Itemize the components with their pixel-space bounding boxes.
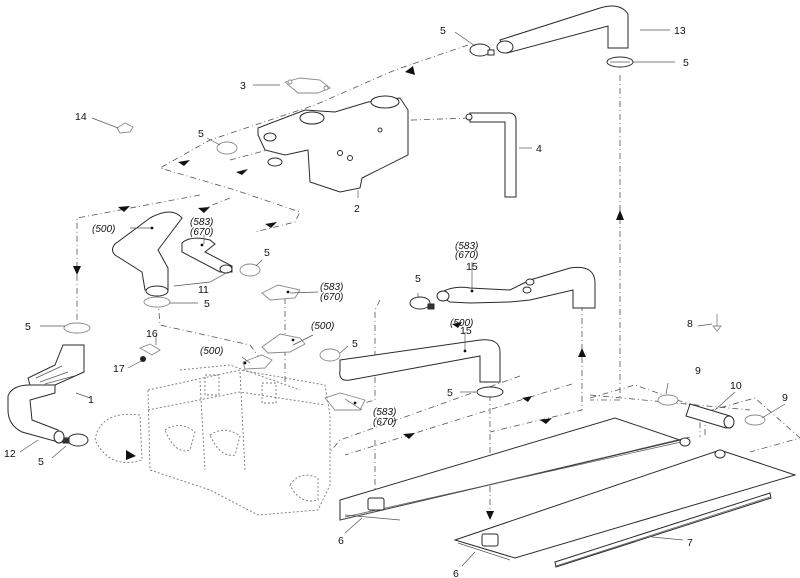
leader-dots bbox=[150, 226, 474, 405]
callout-5[interactable]: 5 bbox=[25, 321, 31, 333]
hose-15-500[interactable] bbox=[339, 339, 501, 383]
callout-13[interactable]: 14 bbox=[75, 111, 87, 123]
runner-8[interactable] bbox=[554, 492, 772, 568]
flow-arrow bbox=[403, 433, 415, 439]
callout-3[interactable]: 3 bbox=[240, 80, 246, 92]
callout-labels: 13 5 5 3 14 5 4 2 5 11 5 5 16 17 5 1 12 … bbox=[4, 25, 788, 578]
variant-label-500: (500) bbox=[450, 318, 473, 329]
leader-lines bbox=[19, 29, 786, 567]
callout-14[interactable]: 13 bbox=[674, 25, 686, 37]
flow-arrow bbox=[178, 160, 190, 166]
fitting-583-670-low[interactable] bbox=[324, 392, 366, 411]
screw-7[interactable] bbox=[712, 314, 722, 332]
hose-15-583-670[interactable] bbox=[436, 266, 596, 309]
clip-9-right[interactable] bbox=[744, 414, 766, 426]
callout-7[interactable]: 8 bbox=[687, 318, 693, 330]
callout-5[interactable]: 5 bbox=[683, 57, 689, 69]
hose-11-583-670[interactable] bbox=[181, 237, 233, 274]
fitting-583-670-top[interactable] bbox=[261, 284, 301, 301]
callout-8[interactable]: 7 bbox=[687, 537, 693, 549]
hose-1[interactable] bbox=[27, 344, 85, 386]
callout-9[interactable]: 9 bbox=[695, 365, 701, 377]
callout-5[interactable]: 5 bbox=[440, 25, 446, 37]
engine-ghost bbox=[94, 364, 331, 516]
callout-5[interactable]: 5 bbox=[38, 456, 44, 468]
fitting-500-left[interactable] bbox=[242, 354, 273, 370]
variant-label-500: (500) bbox=[92, 224, 115, 235]
callout-5[interactable]: 5 bbox=[198, 128, 204, 140]
fitting-13[interactable] bbox=[116, 122, 134, 134]
nut-17[interactable] bbox=[140, 356, 146, 362]
overflow-tube-4[interactable] bbox=[465, 112, 517, 198]
callout-16[interactable]: 16 bbox=[146, 328, 158, 340]
callout-17[interactable]: 17 bbox=[113, 363, 125, 375]
callout-5[interactable]: 5 bbox=[204, 298, 210, 310]
flow-arrow bbox=[126, 450, 136, 460]
flow-arrow bbox=[616, 210, 624, 220]
callout-12[interactable]: 12 bbox=[4, 448, 16, 460]
hose-clamp[interactable] bbox=[606, 56, 634, 68]
callout-9[interactable]: 9 bbox=[782, 392, 788, 404]
coolant-reservoir-2[interactable] bbox=[257, 95, 409, 193]
assembly-flow-lines bbox=[76, 44, 751, 520]
hose-clamp[interactable] bbox=[239, 263, 261, 277]
hose-clamp[interactable] bbox=[62, 433, 89, 447]
flow-arrow bbox=[405, 66, 415, 75]
flow-arrow bbox=[452, 322, 462, 328]
flow-arrows bbox=[73, 66, 624, 520]
callout-1[interactable]: 1 bbox=[88, 394, 94, 406]
flow-arrow bbox=[578, 348, 586, 357]
flow-arrow bbox=[118, 206, 130, 212]
callout-6[interactable]: 6 bbox=[453, 568, 459, 578]
sensor-16[interactable] bbox=[138, 343, 161, 356]
hose-clamp[interactable] bbox=[216, 141, 238, 155]
callout-5[interactable]: 5 bbox=[264, 247, 270, 259]
hose-14[interactable] bbox=[496, 5, 629, 54]
variant-labels: (500) (583) (670) (583) (670) (500) (500… bbox=[92, 217, 478, 428]
callout-10[interactable]: 10 bbox=[730, 380, 742, 392]
variant-label-500: (500) bbox=[200, 346, 223, 357]
hose-clamp[interactable] bbox=[319, 348, 341, 362]
flow-arrow bbox=[73, 266, 81, 275]
hose-clamp[interactable] bbox=[469, 43, 495, 57]
callout-5[interactable]: 5 bbox=[415, 273, 421, 285]
callout-5[interactable]: 5 bbox=[447, 387, 453, 399]
variant-label-583: (583) bbox=[373, 407, 396, 418]
hose-clamp[interactable] bbox=[409, 296, 435, 310]
callout-5[interactable]: 5 bbox=[352, 338, 358, 350]
variant-label-670: (670) bbox=[373, 417, 396, 428]
flow-arrow bbox=[198, 207, 210, 213]
variant-label-583: (583) bbox=[455, 241, 478, 252]
variant-label-670: (670) bbox=[320, 292, 343, 303]
tube-10[interactable] bbox=[685, 403, 735, 429]
flow-arrow bbox=[486, 511, 494, 520]
hose-12[interactable] bbox=[7, 384, 65, 444]
callout-11[interactable]: 11 bbox=[198, 284, 209, 296]
variant-label-583: (583) bbox=[190, 217, 213, 228]
heat-exchanger-6-upper[interactable] bbox=[339, 417, 691, 521]
variant-label-670: (670) bbox=[190, 227, 213, 238]
heat-exchanger-6-lower[interactable] bbox=[453, 449, 797, 561]
callout-6[interactable]: 6 bbox=[338, 535, 344, 547]
hose-clamp[interactable] bbox=[63, 322, 91, 334]
callout-2[interactable]: 2 bbox=[354, 203, 360, 215]
hose-11-500[interactable] bbox=[112, 211, 183, 297]
variant-label-670: (670) bbox=[455, 250, 478, 261]
hose-clamp[interactable] bbox=[476, 386, 504, 398]
flow-arrow bbox=[236, 169, 248, 175]
flow-arrow bbox=[265, 222, 277, 228]
callout-15[interactable]: 15 bbox=[460, 325, 472, 337]
reservoir-cap-3[interactable] bbox=[284, 77, 331, 94]
variant-label-500: (500) bbox=[311, 321, 334, 332]
flow-arrow bbox=[540, 418, 552, 424]
callout-4[interactable]: 4 bbox=[536, 143, 542, 155]
callout-15[interactable]: 15 bbox=[466, 261, 478, 273]
variant-label-583: (583) bbox=[320, 282, 343, 293]
flow-arrow bbox=[522, 396, 532, 402]
clip-9-left[interactable] bbox=[657, 394, 679, 406]
hose-clamp[interactable] bbox=[143, 296, 171, 308]
fitting-500-mid[interactable] bbox=[261, 333, 306, 354]
